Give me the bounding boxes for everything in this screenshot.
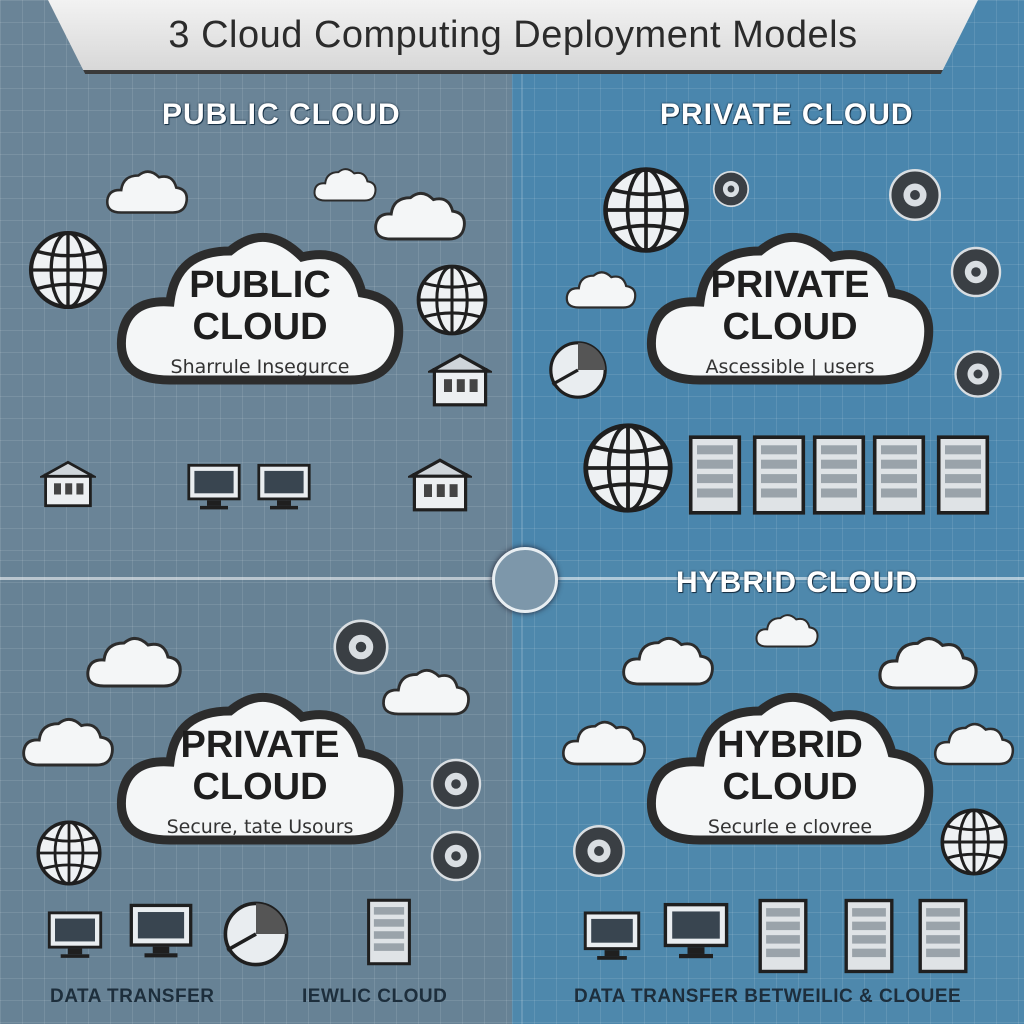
globe-icon — [940, 808, 1008, 876]
building-icon — [429, 353, 491, 407]
cloud-icon — [374, 191, 466, 241]
server-rack-icon — [936, 435, 990, 515]
cloud-title-line2: CLOUD — [192, 766, 328, 808]
globe-icon — [600, 164, 692, 256]
monitor-icon — [47, 911, 103, 960]
monitor-icon — [583, 911, 641, 962]
footer-data-transfer-between: DATA TRANSFER BETWEILIC & CLOUEE — [574, 986, 962, 1007]
hybrid-cloud-heading: HYBRID CLOUD — [676, 566, 918, 599]
pie-chart-icon — [223, 901, 289, 967]
gear-icon — [889, 169, 941, 221]
globe-icon — [36, 820, 102, 886]
cloud-title-line2: CLOUD — [722, 766, 858, 808]
cloud-title-line1: PRIVATE — [710, 264, 870, 306]
server-rack-icon — [752, 435, 806, 515]
gear-icon — [430, 758, 482, 810]
server-rack-icon — [752, 898, 814, 974]
private-cloud-main: PRIVATE CLOUD Ascessible | users — [640, 200, 940, 410]
private-cloud-lower-main: PRIVATE CLOUD Secure, tate Usours — [110, 660, 410, 870]
hybrid-cloud-main: HYBRID CLOUD Securle e clovree — [640, 660, 940, 870]
monitor-icon — [187, 463, 241, 512]
gear-icon — [954, 350, 1002, 398]
title-banner: 3 Cloud Computing Deployment Models — [48, 0, 978, 74]
network-node-icon — [573, 825, 625, 877]
server-rack-icon — [358, 898, 420, 966]
cloud-icon — [933, 722, 1015, 766]
server-rack-icon — [688, 435, 742, 515]
server-rack-icon — [838, 898, 900, 974]
globe-icon — [26, 228, 110, 312]
cloud-icon — [22, 717, 114, 767]
private-cloud-heading: PRIVATE CLOUD — [660, 98, 914, 131]
cloud-icon — [622, 636, 714, 686]
network-node-icon — [333, 619, 389, 675]
gear-icon — [712, 170, 750, 208]
server-rack-icon — [912, 898, 974, 974]
center-connector-node — [492, 547, 558, 613]
server-rack-icon — [812, 435, 866, 515]
footer-data-transfer: DATA TRANSFER — [50, 986, 215, 1007]
pie-chart-icon — [549, 341, 607, 399]
cloud-subtitle: Sharrule Insegurce — [170, 356, 350, 378]
cloud-icon — [561, 720, 647, 766]
cloud-subtitle: Ascessible | users — [705, 356, 875, 378]
cloud-icon — [755, 614, 819, 648]
server-rack-icon — [872, 435, 926, 515]
cloud-icon — [565, 271, 637, 309]
globe-icon — [416, 264, 488, 336]
footer-public-cloud: IEWLIC CLOUD — [302, 986, 448, 1007]
cloud-icon — [105, 170, 189, 214]
monitor-icon — [129, 903, 193, 960]
globe-icon — [580, 420, 676, 516]
cloud-icon — [86, 636, 182, 688]
monitor-icon — [257, 463, 311, 512]
cloud-title-line1: PUBLIC — [189, 264, 331, 306]
cloud-subtitle: Securle e clovree — [707, 816, 873, 838]
monitor-icon — [663, 902, 729, 960]
cloud-icon — [313, 168, 377, 202]
cloud-title-line2: CLOUD — [192, 306, 328, 348]
cloud-icon — [878, 636, 978, 690]
vertical-divider — [521, 0, 523, 1024]
cloud-title-line1: HYBRID — [717, 724, 863, 766]
network-node-icon — [950, 246, 1002, 298]
public-cloud-main: PUBLIC CLOUD Sharrule Insegurce — [110, 200, 410, 410]
building-icon — [41, 460, 95, 508]
page-title: 3 Cloud Computing Deployment Models — [168, 13, 858, 56]
building-icon — [409, 458, 471, 512]
gear-icon — [430, 830, 482, 882]
cloud-title-line1: PRIVATE — [180, 724, 340, 766]
cloud-title-line2: CLOUD — [722, 306, 858, 348]
cloud-subtitle: Secure, tate Usours — [166, 816, 354, 838]
public-cloud-heading: PUBLIC CLOUD — [162, 98, 401, 131]
